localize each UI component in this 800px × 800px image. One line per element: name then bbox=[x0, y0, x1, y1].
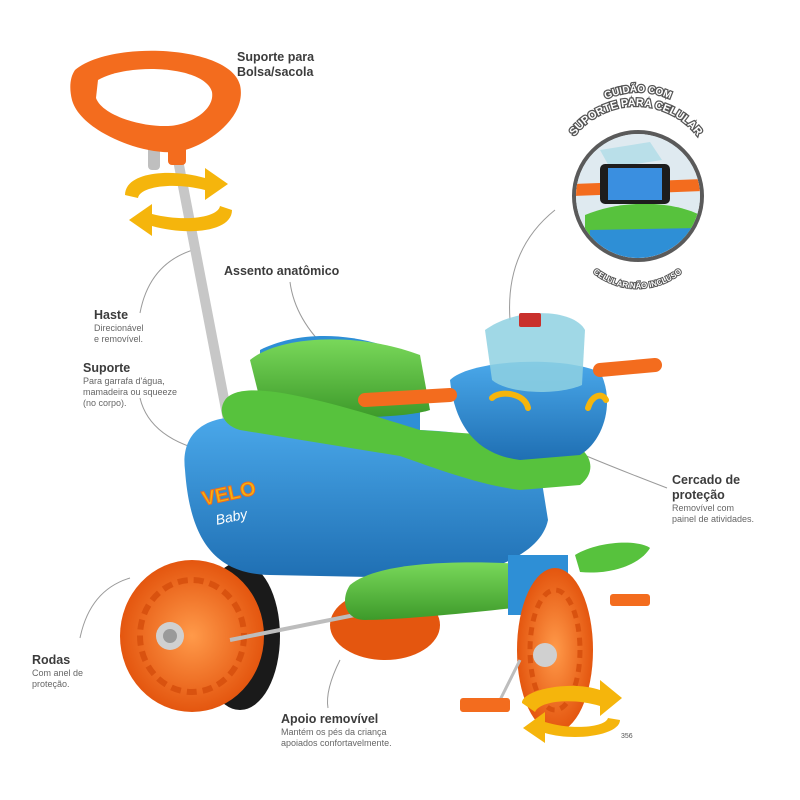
label-title-line: Suporte para bbox=[237, 50, 315, 64]
svg-text:CELULAR NÃO INCLUSO: CELULAR NÃO INCLUSO bbox=[592, 267, 684, 291]
corner-number: 356 bbox=[621, 733, 633, 740]
label-title-line: Cercado de bbox=[672, 473, 741, 487]
label-desc-line: (no corpo). bbox=[83, 398, 127, 408]
rotate-arrows-icon bbox=[522, 680, 622, 743]
label-desc-line: e removível. bbox=[94, 334, 144, 344]
label-desc-line: Mantém os pés da criança bbox=[281, 727, 387, 737]
label-rodas: Rodas Com anel de proteção. bbox=[32, 653, 83, 690]
label-haste: Haste Direcionável e removível. bbox=[94, 308, 144, 345]
label-desc-line: Para garrafa d'água, bbox=[83, 376, 165, 386]
label-desc-line: mamadeira ou squeeze bbox=[83, 387, 178, 397]
label-desc-line: painel de atividades. bbox=[672, 514, 755, 524]
logo-sub: Baby bbox=[214, 505, 250, 527]
label-title: Haste bbox=[94, 308, 129, 322]
label-assento: Assento anatômico bbox=[224, 264, 339, 279]
tricycle-body bbox=[184, 313, 662, 620]
label-title-line: Bolsa/sacola bbox=[237, 65, 314, 79]
label-title: Apoio removível bbox=[281, 712, 379, 726]
rotate-arrows-icon bbox=[125, 168, 232, 236]
label-suporte-bolsa: Suporte para Bolsa/sacola bbox=[237, 50, 314, 80]
label-desc-line: Removível com bbox=[672, 503, 735, 513]
inset-bottom-text: CELULAR NÃO INCLUSO bbox=[591, 266, 685, 292]
label-title-line: proteção bbox=[672, 488, 725, 502]
leader-lines bbox=[79, 71, 668, 709]
rear-wheel-left bbox=[120, 560, 280, 712]
phone-holder-inset: GUIDÃO COM SUPORTE PARA CELULAR CELULAR … bbox=[566, 81, 706, 292]
label-desc-line: apoiados confortavelmente. bbox=[281, 738, 392, 748]
label-title: Rodas bbox=[32, 653, 71, 667]
label-cercado: Cercado de proteção Removível com painel… bbox=[672, 473, 754, 525]
label-desc-line: Direcionável bbox=[94, 323, 144, 333]
label-title: Suporte bbox=[83, 361, 131, 375]
label-desc-line: Com anel de bbox=[32, 668, 84, 678]
label-title: Assento anatômico bbox=[224, 264, 340, 278]
push-handle bbox=[70, 50, 241, 425]
label-apoio: Apoio removível Mantém os pés da criança… bbox=[281, 712, 392, 749]
label-suporte: Suporte Para garrafa d'água, mamadeira o… bbox=[83, 361, 177, 409]
label-desc-line: proteção. bbox=[32, 679, 70, 689]
